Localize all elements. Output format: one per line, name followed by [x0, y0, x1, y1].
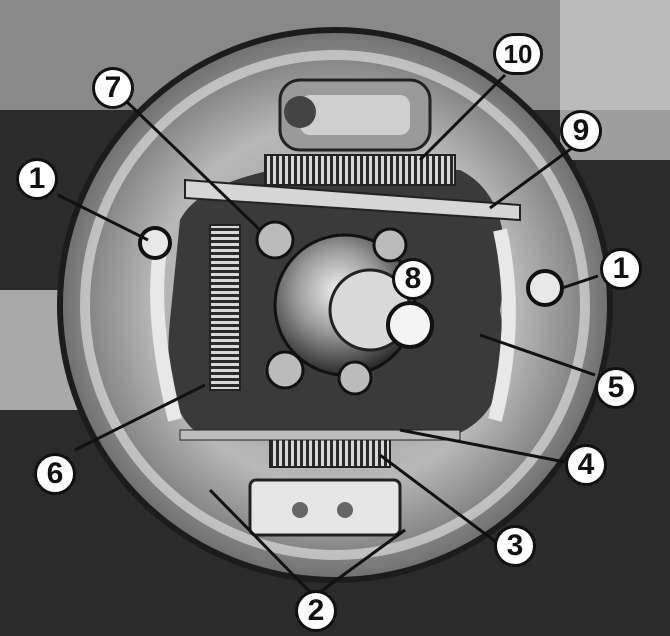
callout-4: 4	[565, 444, 607, 486]
callout-6: 6	[34, 453, 76, 495]
callout-10: 10	[493, 33, 543, 75]
callout-2: 2	[295, 590, 337, 632]
callout-1-right: 1	[600, 248, 642, 290]
callout-7: 7	[92, 67, 134, 109]
callout-5: 5	[595, 367, 637, 409]
callout-1-left: 1	[16, 158, 58, 200]
callout-3: 3	[494, 525, 536, 567]
callout-9: 9	[560, 110, 602, 152]
callout-8: 8	[392, 258, 434, 300]
